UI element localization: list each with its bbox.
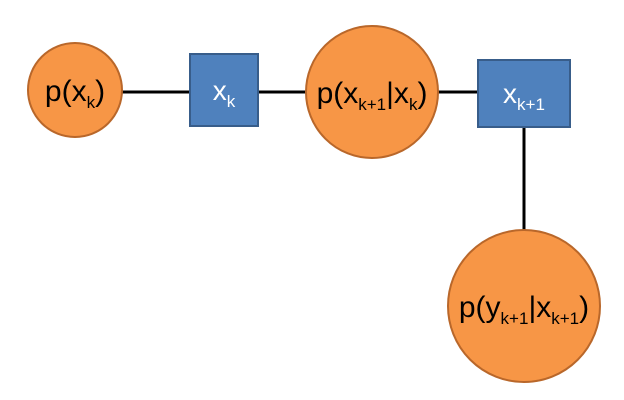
factor-label-likelihood: p(yk+1|xk+1): [459, 291, 589, 328]
variable-node-xk1: [477, 59, 571, 128]
factor-node-transition: [305, 25, 439, 159]
factor-node-likelihood: [447, 229, 601, 383]
variable-label-xk1: xk+1: [503, 78, 545, 114]
factor-label-prior: p(xk): [45, 75, 105, 112]
factor-label-transition: p(xk+1|xk): [317, 77, 428, 114]
factor-node-prior: [27, 42, 123, 138]
variable-node-xk: [189, 53, 259, 127]
variable-label-xk: xk: [213, 75, 236, 111]
